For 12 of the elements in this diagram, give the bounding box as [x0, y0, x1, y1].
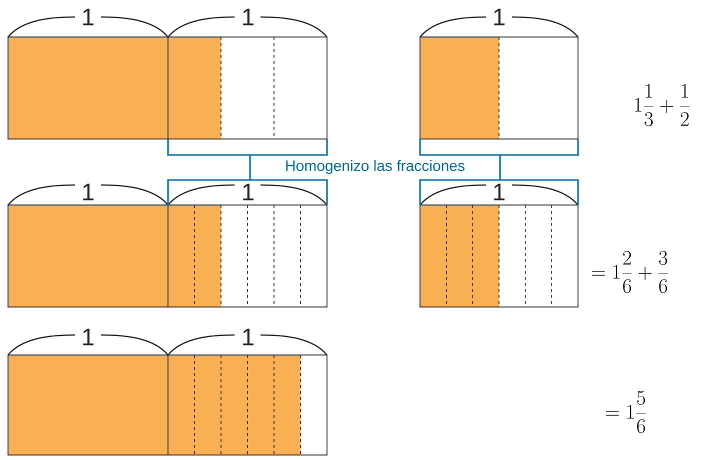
- unit-label: 1: [243, 8, 254, 26]
- unit-label: 1: [83, 184, 94, 200]
- unit-label: 1: [494, 184, 504, 200]
- note-label: Homogenizo las fracciones: [284, 159, 466, 175]
- unit-label: 1: [494, 8, 504, 26]
- unit-label: 1: [243, 328, 254, 346]
- unit-label: 1: [83, 328, 94, 346]
- equation: $=1\frac{2}{6}+\frac{3}{6}$: [592, 250, 668, 294]
- unit-label: 1: [83, 8, 94, 26]
- equation: $=1\frac{5}{6}$: [606, 390, 646, 434]
- equation: $1\frac{1}{3}+\frac{1}{2}$: [635, 84, 690, 126]
- unit-label: 1: [243, 184, 254, 200]
